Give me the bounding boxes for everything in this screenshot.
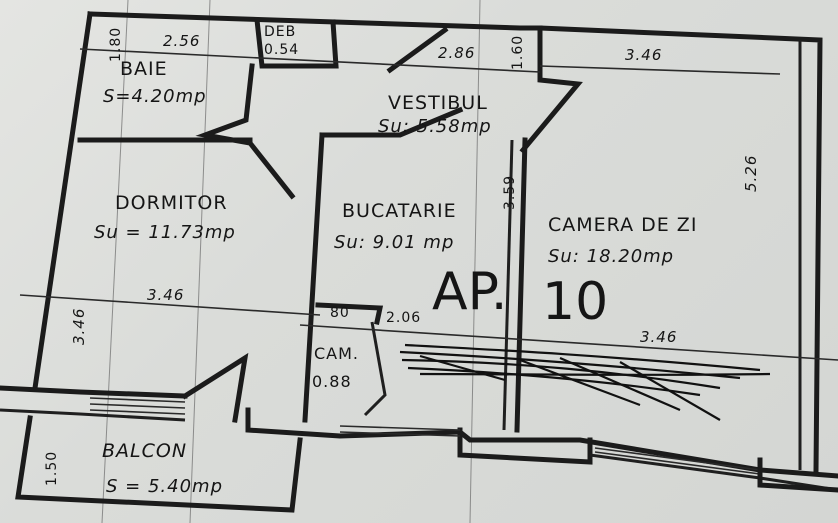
wall-bucatarie-left [302,132,325,423]
dimension-line-dormitor [19,294,321,316]
wall-camara-right [363,321,387,417]
window-line [594,451,761,475]
dimension-camara-width: 80 [330,305,350,321]
dimension-balcon-depth: 1.50 [44,450,60,486]
room-area-deb: 0.54 [264,42,300,58]
guide-line [469,0,481,523]
wall-vestibul-left [195,63,296,200]
room-name-baie: BAIE [120,58,168,80]
wall-camera-left [514,137,528,433]
guide-line [101,0,129,523]
wall-balcon [15,415,303,513]
room-name-camera-de-zi: CAMERA DE ZI [548,214,698,236]
window-line [339,425,461,431]
wall-deb [254,17,339,69]
room-area-vestibul: Su: 5.58mp [378,116,492,137]
outer-wall-left [32,11,93,391]
apartment-number: 10 [542,272,609,332]
window-line [594,447,761,471]
room-area-baie: S=4.20mp [103,86,207,107]
dimension-camera-height: 5.26 [742,154,760,192]
dimension-vestibul-height: 1.60 [510,34,526,70]
dimension-camara-extra: 2.06 [386,310,422,326]
wall-camara-top [315,302,384,325]
room-name-balcon: BALCON [102,440,188,462]
wall-dormitor-bottom [0,385,188,399]
window-line [89,403,186,409]
wall-camera-corner [519,25,583,154]
wall-bottom-facade [245,407,838,479]
room-area-camara: 0.88 [312,372,352,391]
window-line [339,431,461,437]
dimension-dormitor-width: 3.46 [147,286,185,304]
apartment-label: AP. [432,262,508,322]
room-area-dormitor: Su = 11.73mp [94,222,236,243]
dimension-line-camera-top [539,65,781,75]
wall-camera-left-inner [502,139,514,431]
dimension-camera-top-width: 3.46 [625,46,663,64]
room-area-bucatarie: Su: 9.01 mp [334,232,455,253]
room-area-balcon: S = 5.40mp [106,476,223,497]
wall-window-pier [457,427,593,465]
room-name-dormitor: DORMITOR [115,192,228,214]
dimension-camera-bottom-width: 3.46 [640,328,678,346]
dimension-bucatarie-height: 3.59 [502,174,518,210]
guide-line [189,0,211,523]
room-name-deb: DEB [264,24,297,40]
window-line [89,409,186,415]
wall-dormitor-bottom-inner [0,408,186,422]
window-line [89,397,186,403]
dimension-baie-width: 2.56 [163,32,201,50]
wall-right-pier [757,457,838,493]
wall-vestibul-diagonal [386,26,449,74]
room-name-camara: CAM. [314,344,360,363]
dimension-line-top [79,48,541,73]
dimension-vestibul-width: 2.86 [438,44,476,62]
dimension-dormitor-height: 3.46 [70,307,88,345]
dimension-line-camera-bottom [299,324,838,361]
wall-bucatarie-top [319,106,464,138]
room-name-vestibul: VESTIBUL [388,92,488,114]
dimension-baie-height: 1.80 [108,26,124,62]
wall-balcony-door [181,352,249,423]
room-area-camera-de-zi: Su: 18.20mp [548,246,675,267]
room-name-bucatarie: BUCATARIE [342,200,457,222]
redaction-scribble [399,343,771,421]
